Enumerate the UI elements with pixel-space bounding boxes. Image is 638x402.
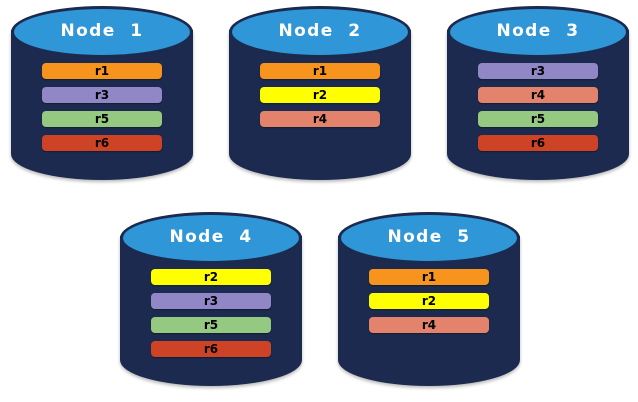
replica-bar[interactable]: r5 — [151, 317, 271, 333]
cylinder-top-icon — [229, 6, 411, 58]
node-label: Node 3 — [496, 21, 580, 41]
database-node-1[interactable]: Node 1 r1 r3 r5 r6 — [11, 6, 193, 192]
replica-bar[interactable]: r2 — [369, 293, 489, 309]
database-node-2[interactable]: Node 2 r1 r2 r4 — [229, 6, 411, 192]
replica-bar[interactable]: r6 — [42, 135, 162, 151]
replica-list: r1 r3 r5 r6 — [11, 63, 193, 151]
replica-bar[interactable]: r1 — [369, 269, 489, 285]
replica-bar[interactable]: r2 — [260, 87, 380, 103]
replica-bar[interactable]: r3 — [151, 293, 271, 309]
replica-list: r2 r3 r5 r6 — [120, 269, 302, 357]
replica-list: r1 r2 r4 — [229, 63, 411, 127]
node-label: Node 5 — [387, 227, 471, 247]
node-label: Node 2 — [278, 21, 362, 41]
replica-bar[interactable]: r3 — [478, 63, 598, 79]
replica-bar[interactable]: r5 — [42, 111, 162, 127]
cylinder-top-icon — [120, 212, 302, 264]
replica-bar[interactable]: r3 — [42, 87, 162, 103]
node-label: Node 4 — [169, 227, 253, 247]
cylinder-top-icon — [447, 6, 629, 58]
cylinder-top-icon — [11, 6, 193, 58]
replica-bar[interactable]: r5 — [478, 111, 598, 127]
database-node-5[interactable]: Node 5 r1 r2 r4 — [338, 212, 520, 398]
replica-bar[interactable]: r2 — [151, 269, 271, 285]
cylinder-top-icon — [338, 212, 520, 264]
node-label: Node 1 — [60, 21, 144, 41]
replica-bar[interactable]: r6 — [478, 135, 598, 151]
replica-bar[interactable]: r4 — [478, 87, 598, 103]
replica-list: r1 r2 r4 — [338, 269, 520, 333]
replica-bar[interactable]: r1 — [42, 63, 162, 79]
replica-bar[interactable]: r4 — [260, 111, 380, 127]
replica-bar[interactable]: r1 — [260, 63, 380, 79]
replica-list: r3 r4 r5 r6 — [447, 63, 629, 151]
database-node-4[interactable]: Node 4 r2 r3 r5 r6 — [120, 212, 302, 398]
replica-bar[interactable]: r6 — [151, 341, 271, 357]
database-node-3[interactable]: Node 3 r3 r4 r5 r6 — [447, 6, 629, 192]
replica-bar[interactable]: r4 — [369, 317, 489, 333]
